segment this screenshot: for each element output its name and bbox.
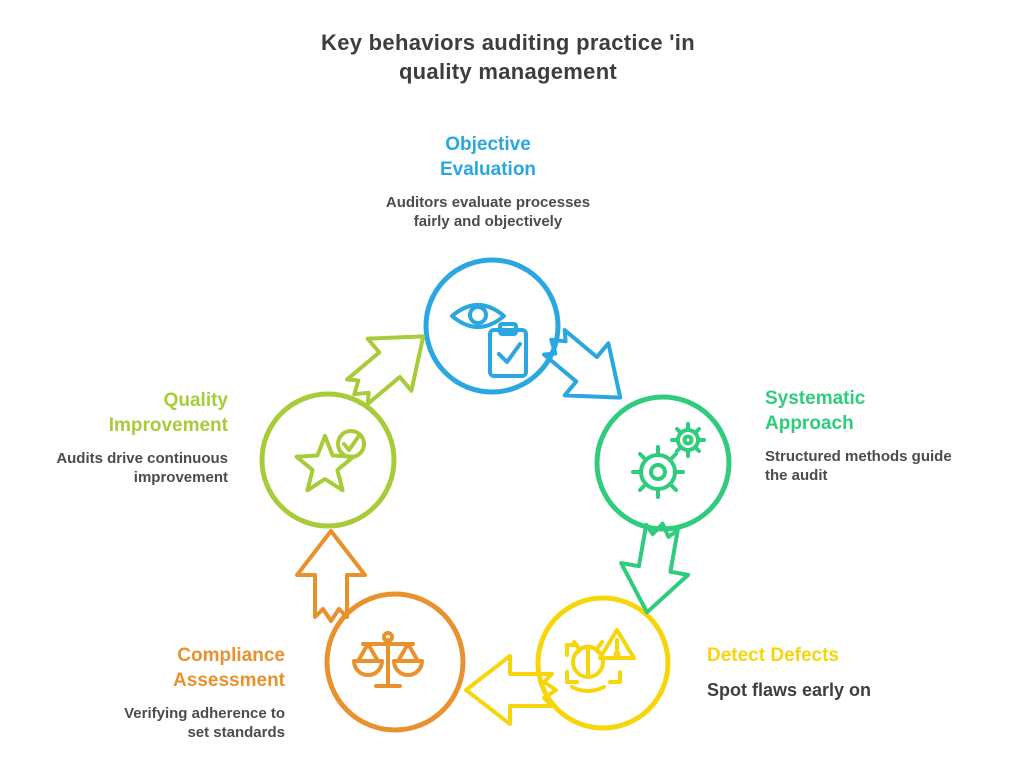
quality-label-line1: Quality	[163, 390, 228, 411]
detect-defects-circle	[535, 595, 671, 731]
page-title-line2: quality management	[398, 59, 618, 84]
gears-icon	[631, 422, 706, 499]
systematic-desc-line2: the audit	[765, 467, 828, 484]
compliance-desc-line2: set standards	[187, 724, 285, 741]
detect-desc-line1: Spot flaws early on	[707, 680, 872, 700]
balance-scale-icon	[352, 631, 424, 688]
systematic-desc-line1: Structured methods guide	[765, 448, 952, 465]
arrow-detect-to-compliance-icon	[464, 654, 558, 726]
systematic-label-line2: Approach	[765, 413, 854, 434]
detect-defects-label: Detect Defects	[707, 643, 977, 668]
bug-warning-icon	[565, 628, 636, 693]
objective-desc-line1: Auditors evaluate processes	[385, 194, 591, 211]
objective-evaluation-circle	[423, 257, 561, 395]
objective-evaluation-label: Objective Evaluation	[358, 132, 618, 182]
node-compliance-assessment-text: Compliance Assessment Verifying adherenc…	[85, 643, 285, 742]
quality-label-line2: Improvement	[108, 415, 228, 436]
node-quality-improvement-text: Quality Improvement Audits drive continu…	[28, 388, 228, 487]
arrow-objective-to-systematic-icon	[542, 328, 623, 400]
detect-label-line1: Detect Defects	[707, 645, 839, 666]
objective-evaluation-description: Auditors evaluate processes fairly and o…	[358, 193, 618, 231]
compliance-assessment-label: Compliance Assessment	[85, 643, 285, 693]
compliance-label-line2: Assessment	[173, 670, 285, 691]
objective-desc-line2: fairly and objectively	[413, 213, 563, 230]
systematic-approach-circle	[594, 394, 732, 532]
compliance-assessment-circle	[324, 591, 466, 733]
star-check-icon	[294, 429, 366, 493]
node-objective-evaluation-text: Objective Evaluation Auditors evaluate p…	[358, 132, 618, 231]
page-title: Key behaviors auditing practice 'in qual…	[0, 28, 1016, 86]
compliance-label-line1: Compliance	[177, 645, 285, 666]
quality-desc-line2: improvement	[133, 469, 228, 486]
quality-desc-line1: Audits drive continuous	[56, 450, 228, 467]
detect-defects-description: Spot flaws early on	[707, 681, 977, 700]
quality-improvement-label: Quality Improvement	[28, 388, 228, 438]
compliance-assessment-description: Verifying adherence to set standards	[85, 704, 285, 742]
arrow-systematic-to-detect-icon	[619, 521, 691, 615]
objective-label-line2: Evaluation	[439, 159, 537, 180]
systematic-approach-label: Systematic Approach	[765, 386, 985, 436]
arrow-quality-to-objective-icon	[345, 334, 426, 406]
quality-improvement-description: Audits drive continuous improvement	[28, 449, 228, 487]
compliance-desc-line1: Verifying adherence to	[124, 705, 285, 722]
quality-improvement-circle	[259, 391, 397, 529]
node-systematic-approach-text: Systematic Approach Structured methods g…	[765, 386, 985, 485]
systematic-approach-description: Structured methods guide the audit	[765, 447, 985, 485]
arrow-compliance-to-quality-icon	[295, 529, 367, 623]
page-title-line1: Key behaviors auditing practice 'in	[321, 30, 695, 55]
systematic-label-line1: Systematic	[765, 388, 866, 409]
eye-clipboard-check-icon	[450, 303, 528, 378]
objective-label-line1: Objective	[445, 134, 531, 155]
node-detect-defects-text: Detect Defects Spot flaws early on	[707, 643, 977, 700]
